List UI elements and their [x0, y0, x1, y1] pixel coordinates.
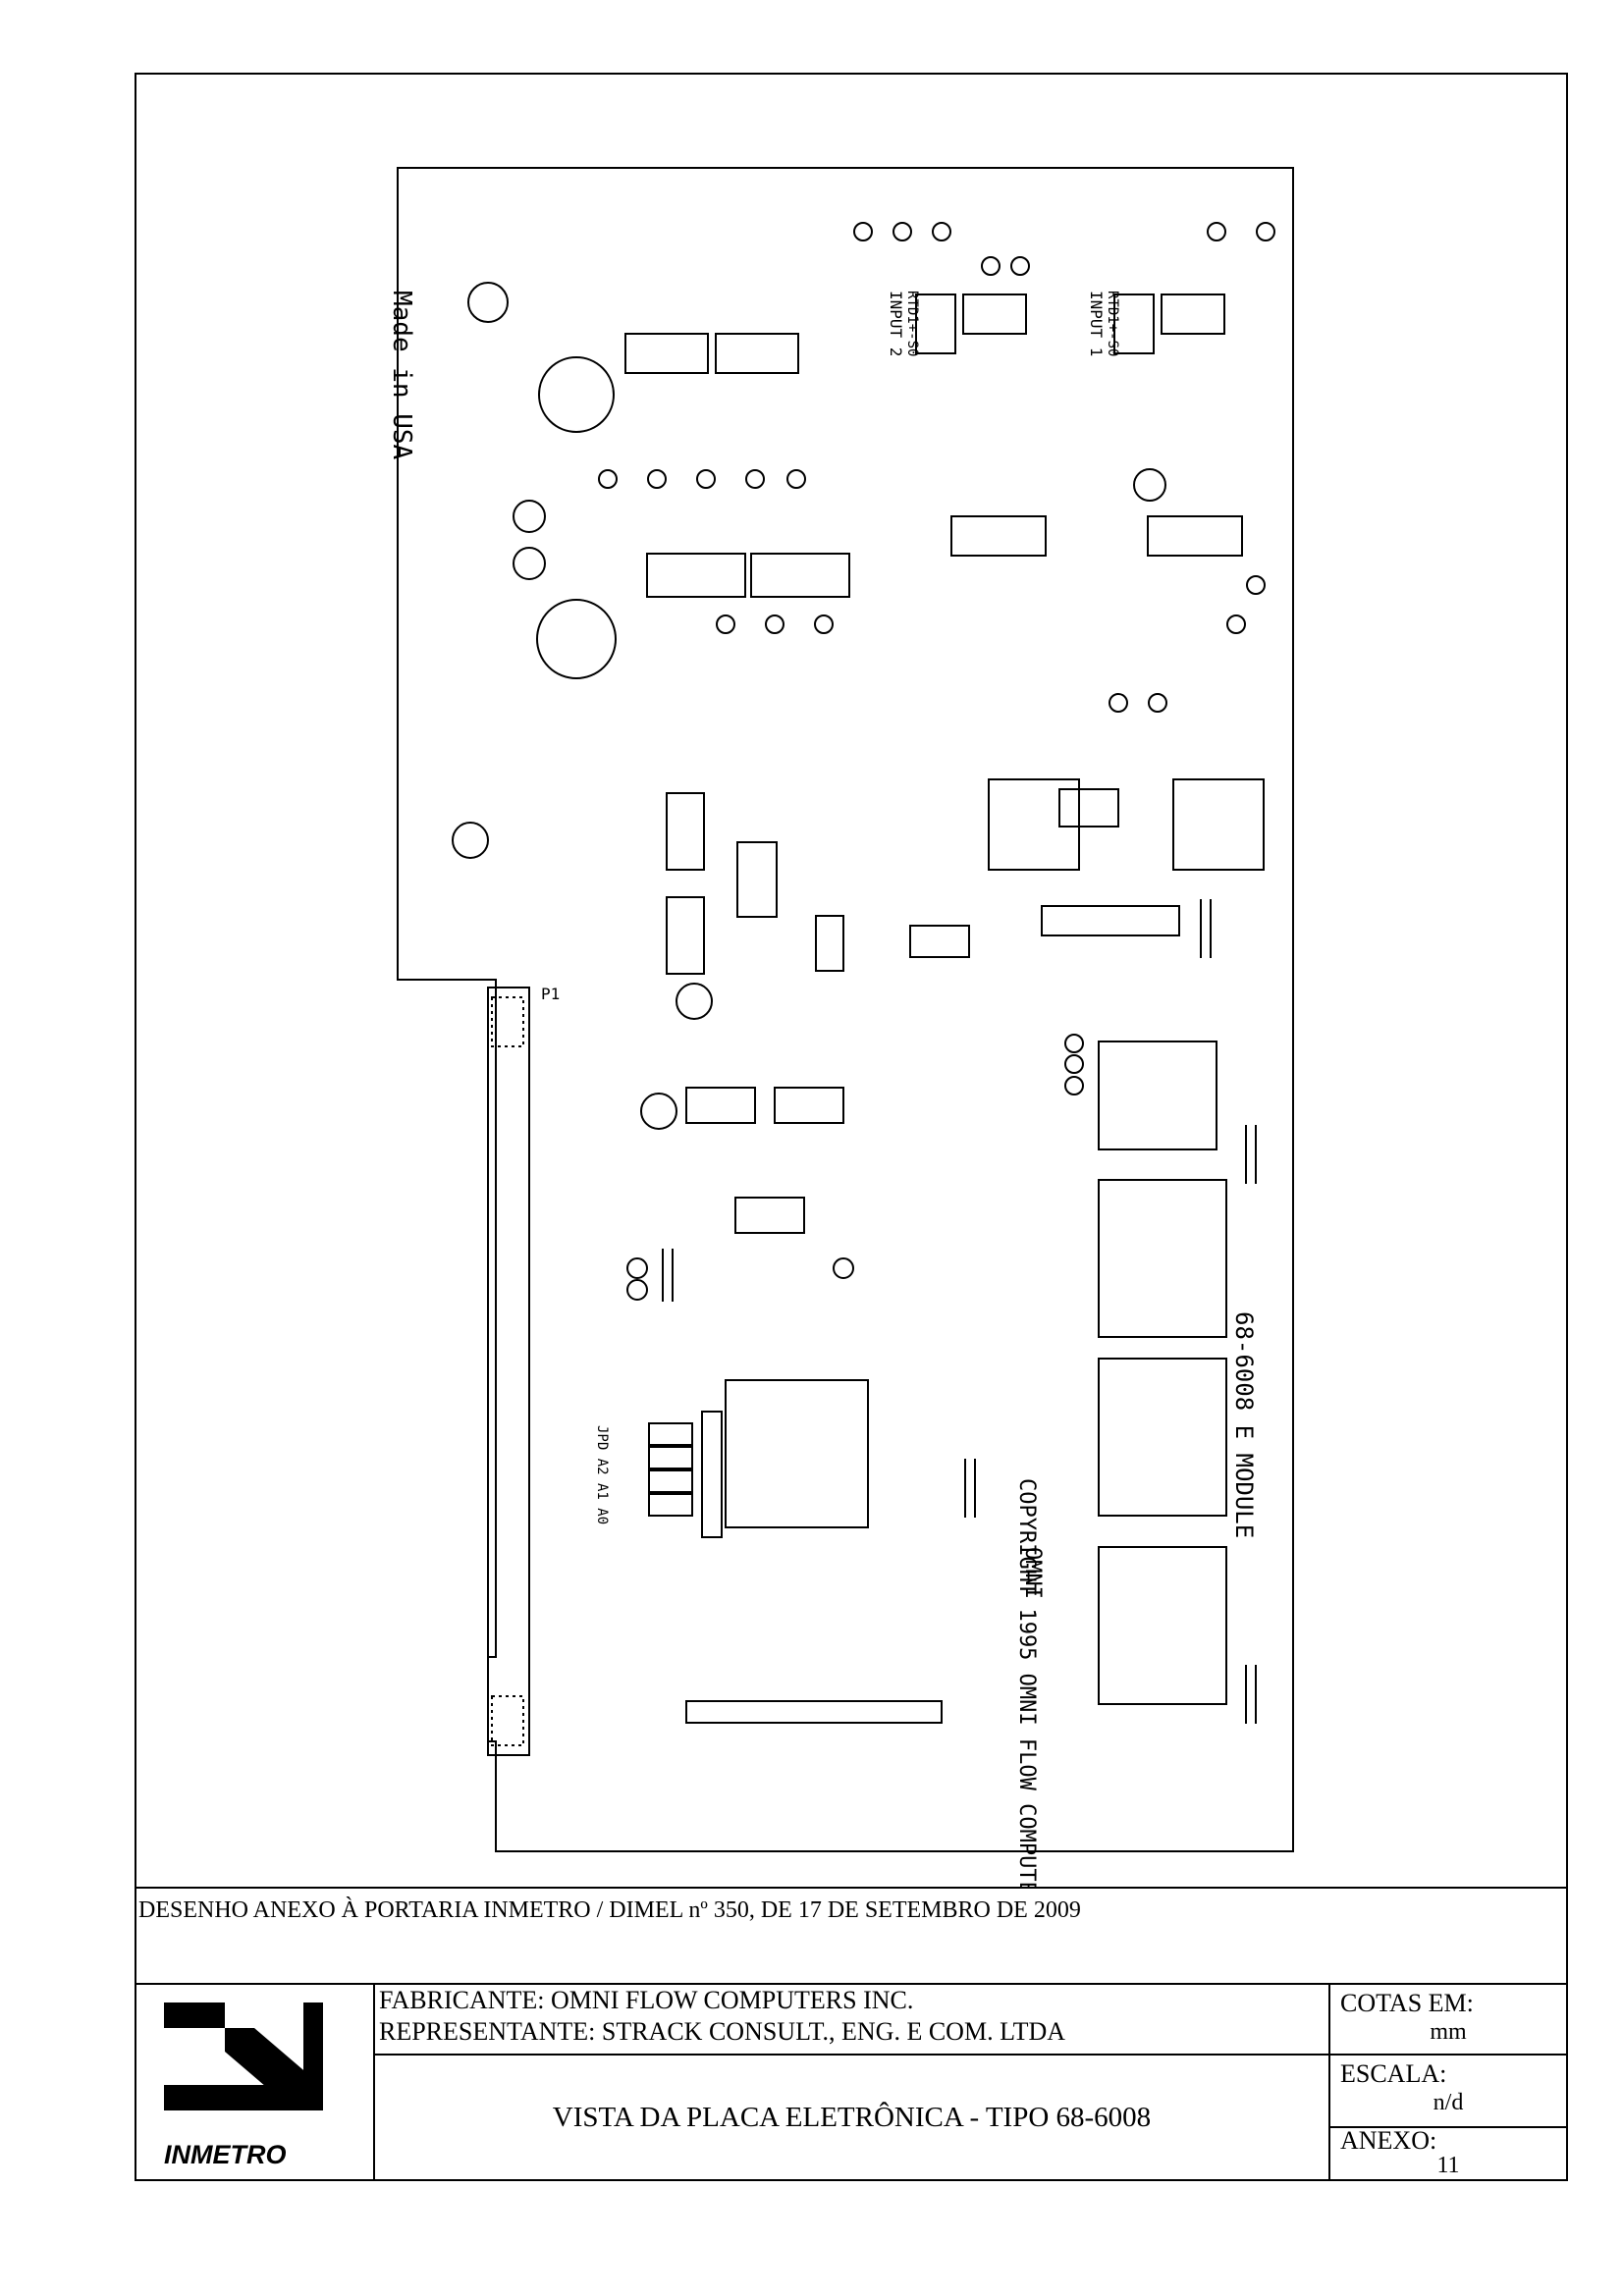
- silk-jumpers: JPD A2 A1 A0: [594, 1425, 610, 1524]
- ic-u3: [1098, 1358, 1227, 1517]
- ic-u4: [725, 1379, 869, 1528]
- inmetro-logo-text: INMETRO: [164, 2140, 287, 2169]
- escala-label: ESCALA:: [1340, 2059, 1447, 2088]
- escala-cell: ESCALA: n/d: [1330, 2056, 1566, 2128]
- cotas-cell: COTAS EM: mm: [1330, 1985, 1566, 2056]
- inmetro-logo-cell: INMETRO: [136, 1985, 375, 2179]
- cotas-value: mm: [1430, 2019, 1467, 2045]
- edge-connector: [487, 987, 530, 1756]
- escala-value: n/d: [1433, 2090, 1464, 2115]
- ic-u20: [685, 1700, 943, 1724]
- silk-rtd2: RTD1+-S0: [904, 291, 920, 356]
- silk-logo: OMNI: [1020, 1547, 1045, 1599]
- silk-input2: INPUT 2: [887, 291, 905, 356]
- drawing-title: VISTA DA PLACA ELETRÔNICA - TIPO 68-6008: [552, 2101, 1152, 2133]
- pcb-board-drawing: COPYRIGHT 1995 OMNI FLOW COMPUTER'S INC …: [387, 167, 1294, 1986]
- silk-made: Made in USA: [387, 291, 416, 460]
- rn1: [701, 1411, 723, 1538]
- anexo-value: 11: [1436, 2153, 1460, 2178]
- manufacturer-line: FABRICANTE: OMNI FLOW COMPUTERS INC.: [379, 1986, 914, 2014]
- silk-copyright: COPYRIGHT 1995 OMNI FLOW COMPUTER'S INC: [1014, 1478, 1039, 1887]
- silk-rtd1: RTD1+-S0: [1105, 291, 1120, 356]
- drawing-title-cell: VISTA DA PLACA ELETRÔNICA - TIPO 68-6008: [375, 2056, 1330, 2179]
- drawing-frame: COPYRIGHT 1995 OMNI FLOW COMPUTER'S INC …: [135, 73, 1568, 2181]
- portaria-caption-row: DESENHO ANEXO À PORTARIA INMETRO / DIMEL…: [136, 1887, 1566, 1985]
- silk-p1: P1: [541, 985, 560, 1003]
- manufacturer-cell: FABRICANTE: OMNI FLOW COMPUTERS INC. REP…: [375, 1985, 1330, 2056]
- anexo-label: ANEXO:: [1340, 2126, 1437, 2155]
- ic-u2: [1098, 1179, 1227, 1338]
- anexo-cell: ANEXO: 11: [1330, 2128, 1566, 2179]
- silk-input1: INPUT 1: [1087, 291, 1106, 356]
- pcb-drawing-area: COPYRIGHT 1995 OMNI FLOW COMPUTER'S INC …: [136, 75, 1566, 1986]
- silk-module: 68-6008 E MODULE: [1230, 1311, 1258, 1538]
- ic-u1: [1098, 1546, 1227, 1705]
- inmetro-logo-icon: [164, 2002, 323, 2110]
- representative-line: REPRESENTANTE: STRACK CONSULT., ENG. E C…: [379, 2017, 1066, 2046]
- portaria-caption: DESENHO ANEXO À PORTARIA INMETRO / DIMEL…: [138, 1897, 1081, 1923]
- ic-u7: [1098, 1041, 1217, 1150]
- board-outline: [397, 167, 1294, 1852]
- cotas-label: COTAS EM:: [1340, 1989, 1474, 2017]
